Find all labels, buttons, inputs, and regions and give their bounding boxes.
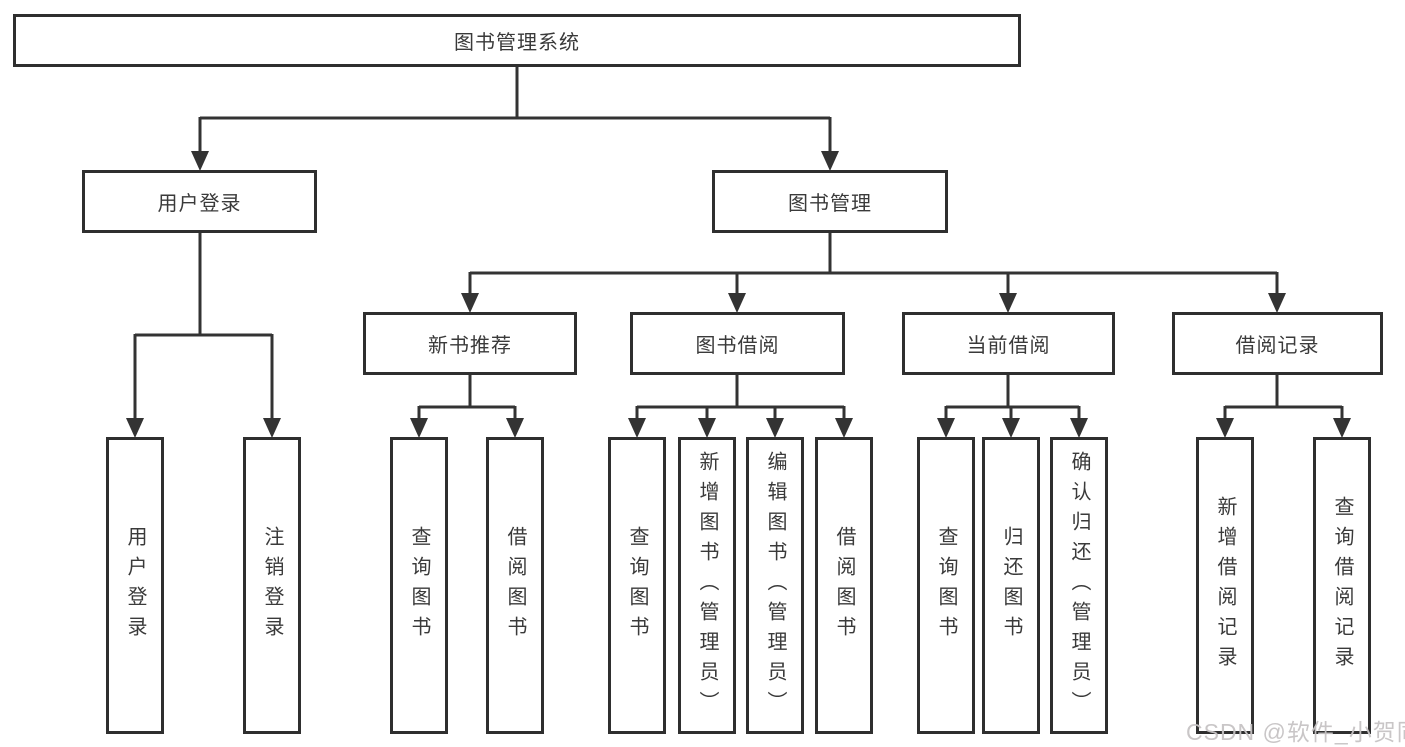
- node-edit-books-admin: 编辑图书（管理员）: [746, 437, 804, 734]
- node-add-borrow-record: 新增借阅记录: [1196, 437, 1254, 734]
- node-current-borrowing: 当前借阅: [902, 312, 1115, 375]
- node-query-books-current: 查询图书: [917, 437, 975, 734]
- csdn-watermark: CSDN @软件_小贺同学: [1186, 719, 1405, 745]
- node-confirm-return-admin: 确认归还（管理员）: [1050, 437, 1108, 734]
- node-return-books: 归还图书: [982, 437, 1040, 734]
- node-book-management-system: 图书管理系统: [13, 14, 1021, 67]
- node-borrow-books-recommend: 借阅图书: [486, 437, 544, 734]
- node-user-login-leaf: 用户登录: [106, 437, 164, 734]
- node-new-book-recommendation: 新书推荐: [363, 312, 577, 375]
- node-query-borrow-record: 查询借阅记录: [1313, 437, 1371, 734]
- node-logout: 注销登录: [243, 437, 301, 734]
- node-query-books-recommend: 查询图书: [390, 437, 448, 734]
- node-borrow-books-borrowing: 借阅图书: [815, 437, 873, 734]
- arrowhead-icons: [126, 151, 1351, 438]
- node-add-books-admin: 新增图书（管理员）: [678, 437, 736, 734]
- node-user-login: 用户登录: [82, 170, 317, 233]
- node-book-borrowing: 图书借阅: [630, 312, 845, 375]
- node-query-books-borrowing: 查询图书: [608, 437, 666, 734]
- node-borrowing-records: 借阅记录: [1172, 312, 1383, 375]
- node-book-management: 图书管理: [712, 170, 948, 233]
